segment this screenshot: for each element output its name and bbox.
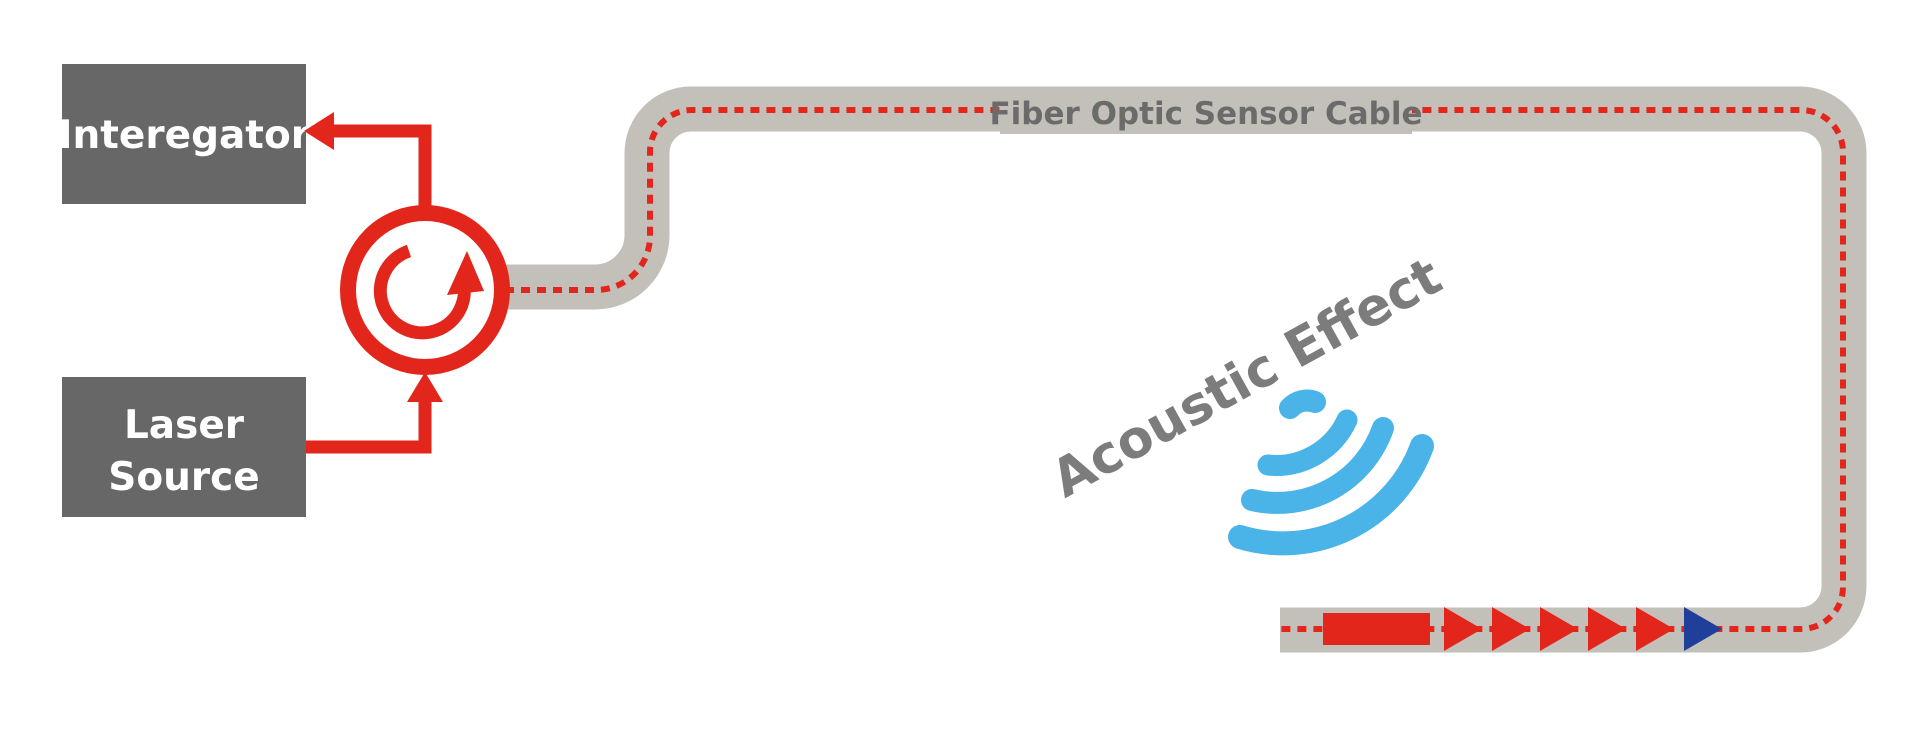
acoustic-effect-label: Acoustic Effect	[1042, 246, 1452, 509]
pulse-triangle	[1588, 607, 1626, 651]
return-signal-line	[332, 124, 432, 208]
pulse-triangle-final	[1684, 607, 1722, 651]
fiber-core	[505, 107, 1846, 632]
launch-arrow-icon	[407, 372, 443, 402]
circulator-icon	[340, 205, 510, 375]
laser-source-label-line2: Source	[108, 455, 259, 500]
acoustic-wave-icon	[1228, 389, 1434, 556]
return-arrow-icon	[304, 112, 334, 150]
cable-label: Fiber Optic Sensor Cable	[989, 96, 1422, 132]
pulse-triangle	[1636, 607, 1674, 651]
launch-signal-line	[306, 399, 432, 454]
cable-label-mask	[1000, 104, 1412, 118]
interrogator-box	[62, 64, 306, 204]
laser-source-box	[62, 377, 306, 517]
pulse-triangle	[1540, 607, 1578, 651]
pulse-train	[1444, 607, 1722, 651]
pulse-bar	[1323, 613, 1430, 645]
interrogator-label: Interegator	[58, 113, 311, 158]
fiber-cable	[505, 86, 1867, 653]
pulse-triangle	[1444, 607, 1482, 651]
laser-source-label-line1: Laser	[124, 403, 245, 448]
pulse-triangle	[1492, 607, 1530, 651]
